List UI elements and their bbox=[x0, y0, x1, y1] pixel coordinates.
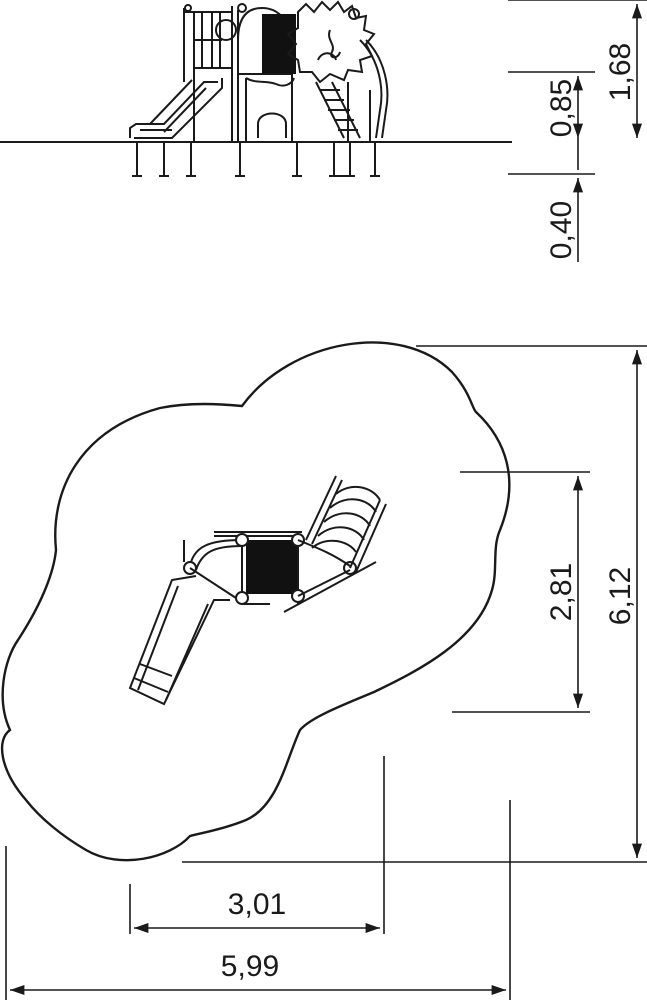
ladder-elevation bbox=[315, 39, 389, 142]
safety-zone-depth-label: 6,12 bbox=[604, 567, 637, 625]
slide-elevation bbox=[129, 78, 223, 139]
equipment-width-label: 3,01 bbox=[228, 888, 286, 921]
center-panel bbox=[215, 6, 295, 142]
foundation-depth-label: 0,40 bbox=[545, 201, 578, 259]
elevation-dimension-lines bbox=[508, 0, 647, 262]
plan-net-platform bbox=[246, 540, 298, 594]
foundation-posts bbox=[132, 142, 380, 177]
plan-view: 6,12 2,81 3,01 5,99 bbox=[0, 341, 647, 1000]
safety-zone-width-label: 5,99 bbox=[221, 950, 279, 983]
climbing-net bbox=[262, 14, 296, 74]
plan-slide bbox=[128, 567, 237, 706]
plan-dimension-lines bbox=[5, 345, 647, 1000]
sun-panel bbox=[286, 0, 376, 84]
platform-height-label: 0,85 bbox=[545, 79, 578, 137]
elevation-view: 1,68 0,85 0,40 bbox=[0, 0, 647, 262]
plan-ladder bbox=[283, 475, 387, 613]
safety-zone-outline bbox=[0, 341, 511, 862]
left-tower bbox=[183, 3, 247, 142]
total-height-label: 1,68 bbox=[604, 43, 637, 101]
equipment-depth-label: 2,81 bbox=[545, 563, 578, 621]
